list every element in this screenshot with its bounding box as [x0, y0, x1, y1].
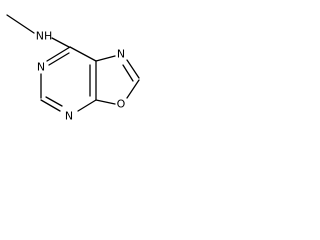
molecule-structure-diagram: NH N N N O: [6, 14, 140, 123]
bond-c5-n-bottom: [40, 99, 61, 112]
atom-label-n-right: N: [117, 48, 125, 61]
bond-n-right-c2-double: [122, 64, 134, 82]
bond-methyl-nh: [6, 14, 35, 34]
bond-c7a-c7: [69, 46, 97, 62]
atom-labels: NH N N N O: [36, 30, 126, 123]
bond-c7-n-left-double: [48, 52, 70, 66]
atom-label-n-left: N: [37, 61, 45, 74]
bond-c7-n-left: [46, 46, 71, 62]
bonds: [6, 14, 140, 112]
atom-label-nh: NH: [36, 30, 53, 43]
bond-n-right-c2: [126, 59, 140, 79]
atom-label-n-bottom: N: [65, 110, 73, 123]
bond-n-bottom-c3a: [77, 99, 97, 112]
bond-o-c3a: [95, 99, 116, 105]
bond-c5-n-bottom-double: [45, 96, 63, 107]
bond-c7a-n-right: [95, 55, 116, 62]
bond-nh-c7: [51, 37, 70, 48]
bond-c2-o: [126, 79, 140, 99]
atom-label-o: O: [117, 98, 126, 111]
